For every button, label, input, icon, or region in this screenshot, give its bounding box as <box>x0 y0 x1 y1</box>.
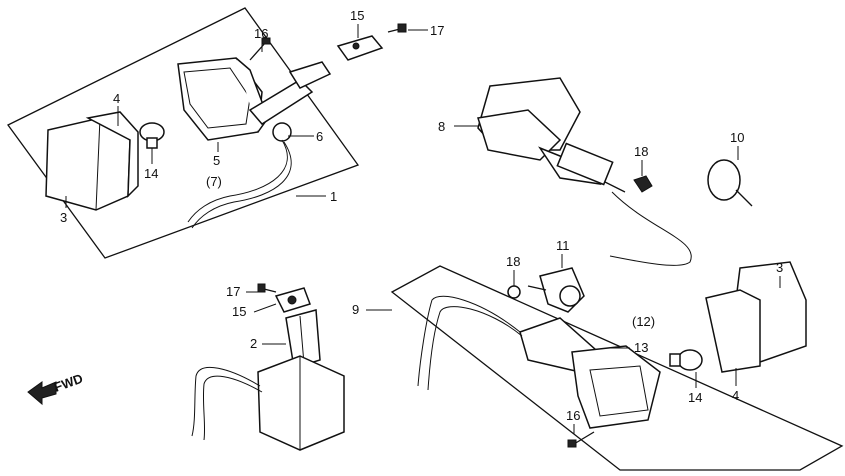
callout-18-upper: 18 <box>634 144 648 159</box>
wire-7b <box>191 141 292 229</box>
turn-signal-8 <box>477 77 626 193</box>
callout-4-rear: 4 <box>732 388 739 403</box>
assembly-9-boundary <box>390 265 844 471</box>
screw-17-top <box>387 23 407 33</box>
callout-15-top: 15 <box>350 8 364 23</box>
fwd-arrow-icon <box>27 381 57 406</box>
gasket-4-rear <box>705 289 761 373</box>
callout-18-lower: 18 <box>506 254 520 269</box>
grommet-10 <box>707 159 753 207</box>
callout-9: 9 <box>352 302 359 317</box>
leader-lines <box>65 24 781 434</box>
callout-13: 13 <box>634 340 648 355</box>
callout-12: (12) <box>632 314 655 329</box>
socket-15-top <box>336 35 384 61</box>
stem-arm <box>248 61 332 142</box>
callout-5: 5 <box>213 153 220 168</box>
callout-14-rear: 14 <box>688 390 702 405</box>
callout-1: 1 <box>330 189 337 204</box>
callout-16-top: 16 <box>254 26 268 41</box>
callout-15-bottom: 15 <box>232 304 246 319</box>
nut-18-lower <box>507 285 521 299</box>
callout-17-bottom: 17 <box>226 284 240 299</box>
callout-2: 2 <box>250 336 257 351</box>
bulb-14-rear <box>669 349 703 371</box>
turn-signal-13 <box>519 317 661 429</box>
bulb-14-front <box>139 122 165 149</box>
wire-front-lower-b <box>202 375 263 441</box>
callout-4-front: 4 <box>113 91 120 106</box>
wire-front-lower <box>191 366 261 437</box>
assembly-1-boundary <box>7 7 360 259</box>
turn-signal-front-lower <box>257 355 345 451</box>
nut-18-upper <box>633 175 653 193</box>
screw-16-top <box>249 37 271 61</box>
callout-11: 11 <box>556 238 570 253</box>
screw-16-bottom <box>567 431 595 448</box>
callout-8: 8 <box>438 119 445 134</box>
stay-2 <box>285 309 321 369</box>
wire-8 <box>609 191 692 266</box>
callout-3-rear: 3 <box>776 260 783 275</box>
callout-3-front: 3 <box>60 210 67 225</box>
callout-10: 10 <box>730 130 744 145</box>
wire-12b <box>427 306 523 391</box>
wire-12 <box>417 295 521 387</box>
housing-5 <box>177 57 269 141</box>
clamp-15-bottom <box>274 287 311 313</box>
gasket-4-front <box>85 111 139 198</box>
callout-7: (7) <box>206 174 222 189</box>
fwd-label: FWD <box>52 371 85 395</box>
callout-17-top: 17 <box>430 23 444 38</box>
callout-14-front: 14 <box>144 166 158 181</box>
callout-16-bottom: 16 <box>566 408 580 423</box>
bracket-11 <box>527 267 585 313</box>
callout-6: 6 <box>316 129 323 144</box>
wire-7 <box>187 139 288 223</box>
screw-17-bottom <box>257 283 277 293</box>
